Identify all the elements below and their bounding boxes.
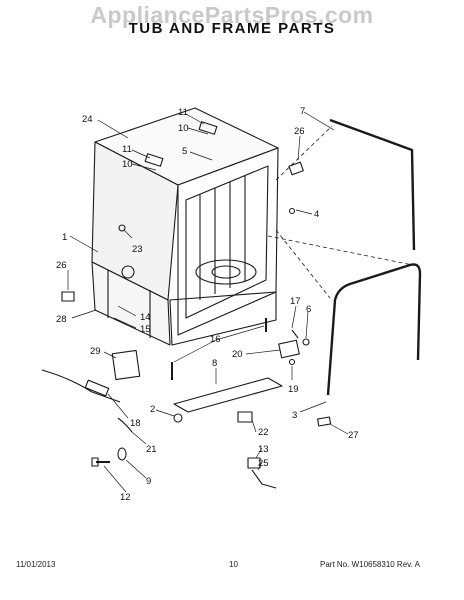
callout-12: 12 xyxy=(120,492,131,503)
bracket-top-right xyxy=(198,121,218,135)
tub-front-opening xyxy=(185,165,269,319)
callout-27: 27 xyxy=(348,430,359,441)
callout-26a: 26 xyxy=(294,126,305,137)
callout-15: 15 xyxy=(140,324,151,335)
callout-1: 1 xyxy=(62,232,67,243)
callout-11b: 11 xyxy=(122,144,132,155)
callout-17: 17 xyxy=(290,296,301,307)
callout-24: 24 xyxy=(82,114,93,125)
callout-labels: 24 11 10 11 10 5 7 26 4 1 23 26 28 14 15… xyxy=(56,106,359,503)
callout-5: 5 xyxy=(182,146,187,157)
footer-part-number: Part No. W10658310 Rev. A xyxy=(320,560,420,569)
part-26-bracket xyxy=(288,161,304,176)
callout-20: 20 xyxy=(232,349,243,360)
callout-18: 18 xyxy=(130,418,141,429)
footer-date: 11/01/2013 xyxy=(16,560,56,569)
callout-6: 6 xyxy=(306,304,311,315)
callout-29: 29 xyxy=(90,346,101,357)
callout-22: 22 xyxy=(258,427,269,438)
door-gasket-bottom xyxy=(326,263,422,396)
page-title: TUB AND FRAME PARTS xyxy=(128,20,336,37)
callout-21: 21 xyxy=(146,444,157,455)
callout-14: 14 xyxy=(140,312,151,323)
callout-2: 2 xyxy=(150,404,155,415)
footer-page-number: 10 xyxy=(229,560,238,569)
callout-10b: 10 xyxy=(122,159,133,170)
callout-16: 16 xyxy=(210,334,221,345)
callout-10a: 10 xyxy=(178,123,189,134)
callout-28: 28 xyxy=(56,314,67,325)
callout-23: 23 xyxy=(132,244,143,255)
part-29-plate xyxy=(111,349,141,381)
watermark: AppliancePartsPros.com xyxy=(90,2,374,28)
tub-sump xyxy=(195,259,257,285)
callout-26b: 26 xyxy=(56,260,67,271)
part-26-clip xyxy=(61,291,75,302)
part-8-plate xyxy=(173,377,283,413)
door-gasket-vertical xyxy=(329,118,416,251)
callout-3: 3 xyxy=(292,410,297,421)
bracket-top-left xyxy=(144,153,164,167)
callout-13: 13 xyxy=(258,444,269,455)
callout-8: 8 xyxy=(212,358,217,369)
callout-9: 9 xyxy=(146,476,151,487)
callout-4: 4 xyxy=(314,209,319,220)
callout-19: 19 xyxy=(288,384,299,395)
callout-7: 7 xyxy=(300,106,305,117)
callout-25: 25 xyxy=(258,458,269,469)
callout-11a: 11 xyxy=(178,107,188,118)
wire-harness xyxy=(41,369,121,403)
